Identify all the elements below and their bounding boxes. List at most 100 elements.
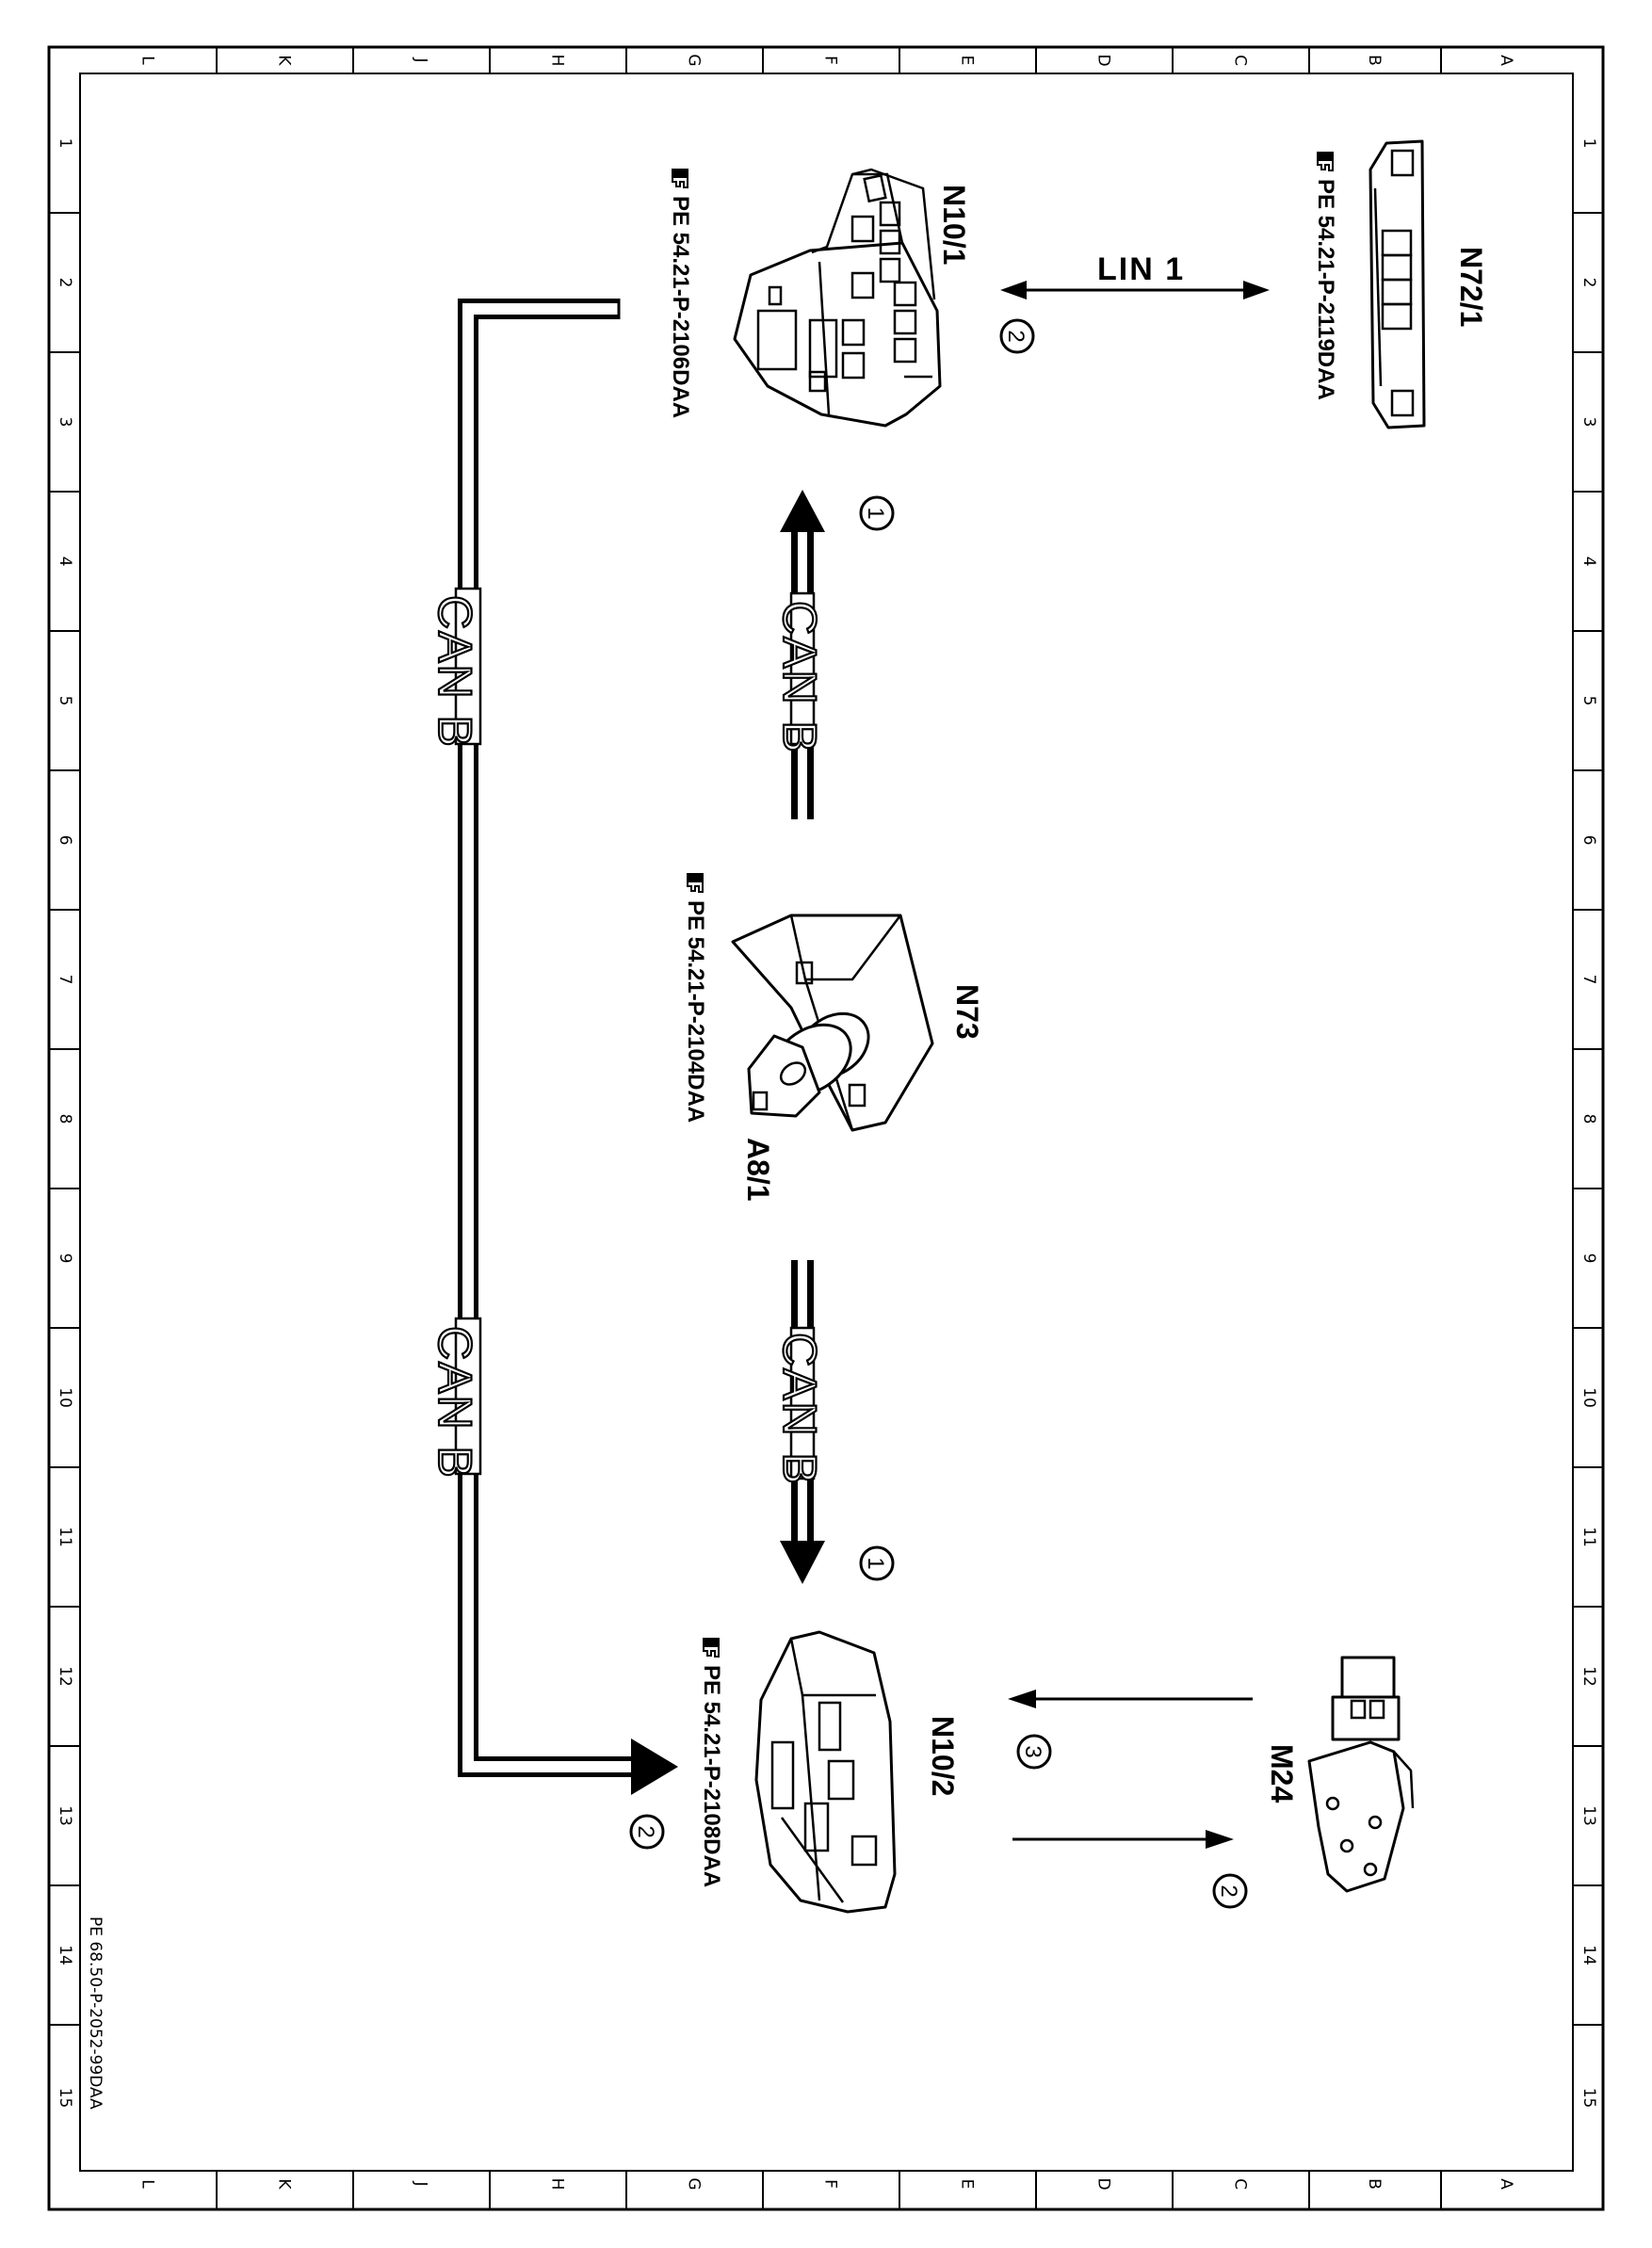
n10-1-label: N10/1: [937, 185, 971, 265]
grid-column-label: C: [1231, 2178, 1250, 2190]
grid-column-label: H: [548, 2178, 567, 2191]
grid-row-label: 13: [56, 1805, 74, 1826]
lin-step-marker: [999, 318, 1035, 354]
n10-2-to-m24-step-number: 2: [1216, 1884, 1241, 1897]
m24-label: M24: [1265, 1744, 1299, 1803]
can-upper-step-number: 1: [863, 507, 888, 519]
grid-row-label: 14: [56, 1945, 74, 1965]
grid-row-label: 1: [56, 138, 74, 149]
can-side-step-marker: [629, 1814, 665, 1850]
grid-row-label: 15: [1579, 2088, 1598, 2109]
m24-to-n10-2-step-marker: [1016, 1734, 1052, 1770]
m24-to-n10-2-step-number: 3: [1020, 1745, 1045, 1757]
can-upper-step-marker: [859, 495, 895, 531]
grid-column-label: K: [275, 2178, 294, 2190]
grid-row-label: 2: [1579, 278, 1598, 288]
grid-row-label: 5: [1579, 696, 1598, 706]
grid-column-label: L: [138, 56, 157, 65]
n10-1-ref: PE 54.21-P-2106DAA: [668, 196, 693, 418]
n72-1-label: N72/1: [1454, 247, 1488, 327]
grid-row-label: 8: [1579, 1114, 1598, 1124]
n10-2-to-m24-step-marker: [1212, 1873, 1248, 1909]
grid-row-label: 8: [56, 1114, 74, 1124]
n72-1-ref: PE 54.21-P-2119DAA: [1313, 179, 1338, 400]
n10-2-label: N10/2: [926, 1716, 960, 1796]
grid-column-label: B: [1365, 2178, 1384, 2190]
document-id: PE 68.50-P-2052-99DAA: [86, 1916, 105, 2110]
grid-column-label: G: [685, 2177, 704, 2190]
can-lower-step-marker: [859, 1545, 895, 1581]
reference-icon: [671, 168, 689, 188]
grid-row-label: 4: [1579, 557, 1598, 567]
grid-column-label: J: [412, 57, 430, 62]
can-b-side-bottom-label: CAN B: [429, 1326, 481, 1480]
outer-frame: [47, 45, 1605, 2211]
can-b-lower-connection: [780, 1260, 825, 1584]
grid-row-label: 11: [1579, 1527, 1598, 1547]
a8-1-label: A8/1: [741, 1138, 775, 1202]
grid-row-label: 14: [1579, 1945, 1598, 1965]
n73-ref: PE 54.21-P-2104DAA: [683, 900, 708, 1123]
grid-column-label: B: [1365, 55, 1384, 66]
grid-row-label: 10: [1579, 1387, 1598, 1408]
m24-actuator: [1307, 1656, 1415, 1893]
lin-step-number: 2: [1003, 330, 1028, 342]
grid-column-label: F: [821, 56, 840, 65]
grid-column-label: A: [1497, 55, 1515, 66]
n73-label: N73: [950, 984, 984, 1040]
grid-row-label: 6: [1579, 835, 1598, 846]
grid-column-label: G: [685, 54, 704, 66]
grid-column-label: L: [138, 2179, 157, 2189]
m24-to-n10-2-arrow: [1008, 1690, 1253, 1708]
grid-row-label: 7: [1579, 975, 1598, 985]
can-lower-step-number: 1: [863, 1557, 888, 1569]
grid-column-label: E: [958, 2179, 977, 2190]
grid-row-label: 1: [1579, 138, 1598, 149]
n10-1-module: [733, 168, 942, 428]
grid-row-label: 10: [56, 1387, 74, 1408]
lin-1-label: LIN 1: [1097, 251, 1185, 287]
can-b-side-connection: [454, 299, 678, 1795]
can-side-step-number: 2: [633, 1825, 658, 1837]
grid-row-label: 9: [1579, 1253, 1598, 1264]
grid-column-label: E: [958, 56, 977, 66]
grid-row-label: 5: [56, 696, 74, 706]
grid-ticks: [49, 47, 1603, 2209]
grid-column-label: F: [821, 2179, 840, 2189]
can-b-side-top-label: CAN B: [429, 595, 481, 749]
grid-row-label: 15: [56, 2088, 74, 2109]
grid-column-label: A: [1497, 2178, 1515, 2190]
grid-row-label: 3: [56, 417, 74, 428]
n72-1-module: [1369, 139, 1426, 429]
reference-icon: [1316, 151, 1335, 171]
n10-2-ref: PE 54.21-P-2108DAA: [699, 1665, 724, 1887]
reference-icon: [686, 872, 705, 893]
grid-row-label: 4: [56, 557, 74, 567]
grid-row-label: 12: [56, 1666, 74, 1687]
n10-2-module: [754, 1630, 897, 1914]
grid-column-label: D: [1094, 54, 1113, 66]
grid-row-label: 13: [1579, 1805, 1598, 1826]
can-b-upper-label: CAN B: [773, 601, 826, 754]
grid-row-label: 3: [1579, 417, 1598, 428]
grid-column-label: K: [275, 55, 294, 66]
grid-column-label: D: [1094, 2177, 1113, 2190]
lin-1-connection: [1000, 281, 1270, 299]
grid-row-label: 2: [56, 278, 74, 288]
grid-row-label: 9: [56, 1253, 74, 1264]
grid-column-label: J: [412, 2180, 430, 2186]
grid-row-label: 12: [1579, 1666, 1598, 1687]
grid-column-label: C: [1231, 55, 1250, 66]
grid-column-label: H: [548, 55, 567, 67]
grid-row-label: 7: [56, 975, 74, 985]
grid-row-label: 11: [56, 1527, 74, 1547]
a8-1-key: [747, 1011, 870, 1118]
can-b-upper-connection: [780, 490, 825, 819]
n10-2-to-m24-arrow: [1012, 1830, 1234, 1849]
can-b-lower-label: CAN B: [773, 1333, 826, 1486]
reference-icon: [702, 1637, 721, 1658]
grid-row-label: 6: [56, 835, 74, 846]
inner-frame: [79, 73, 1574, 2172]
